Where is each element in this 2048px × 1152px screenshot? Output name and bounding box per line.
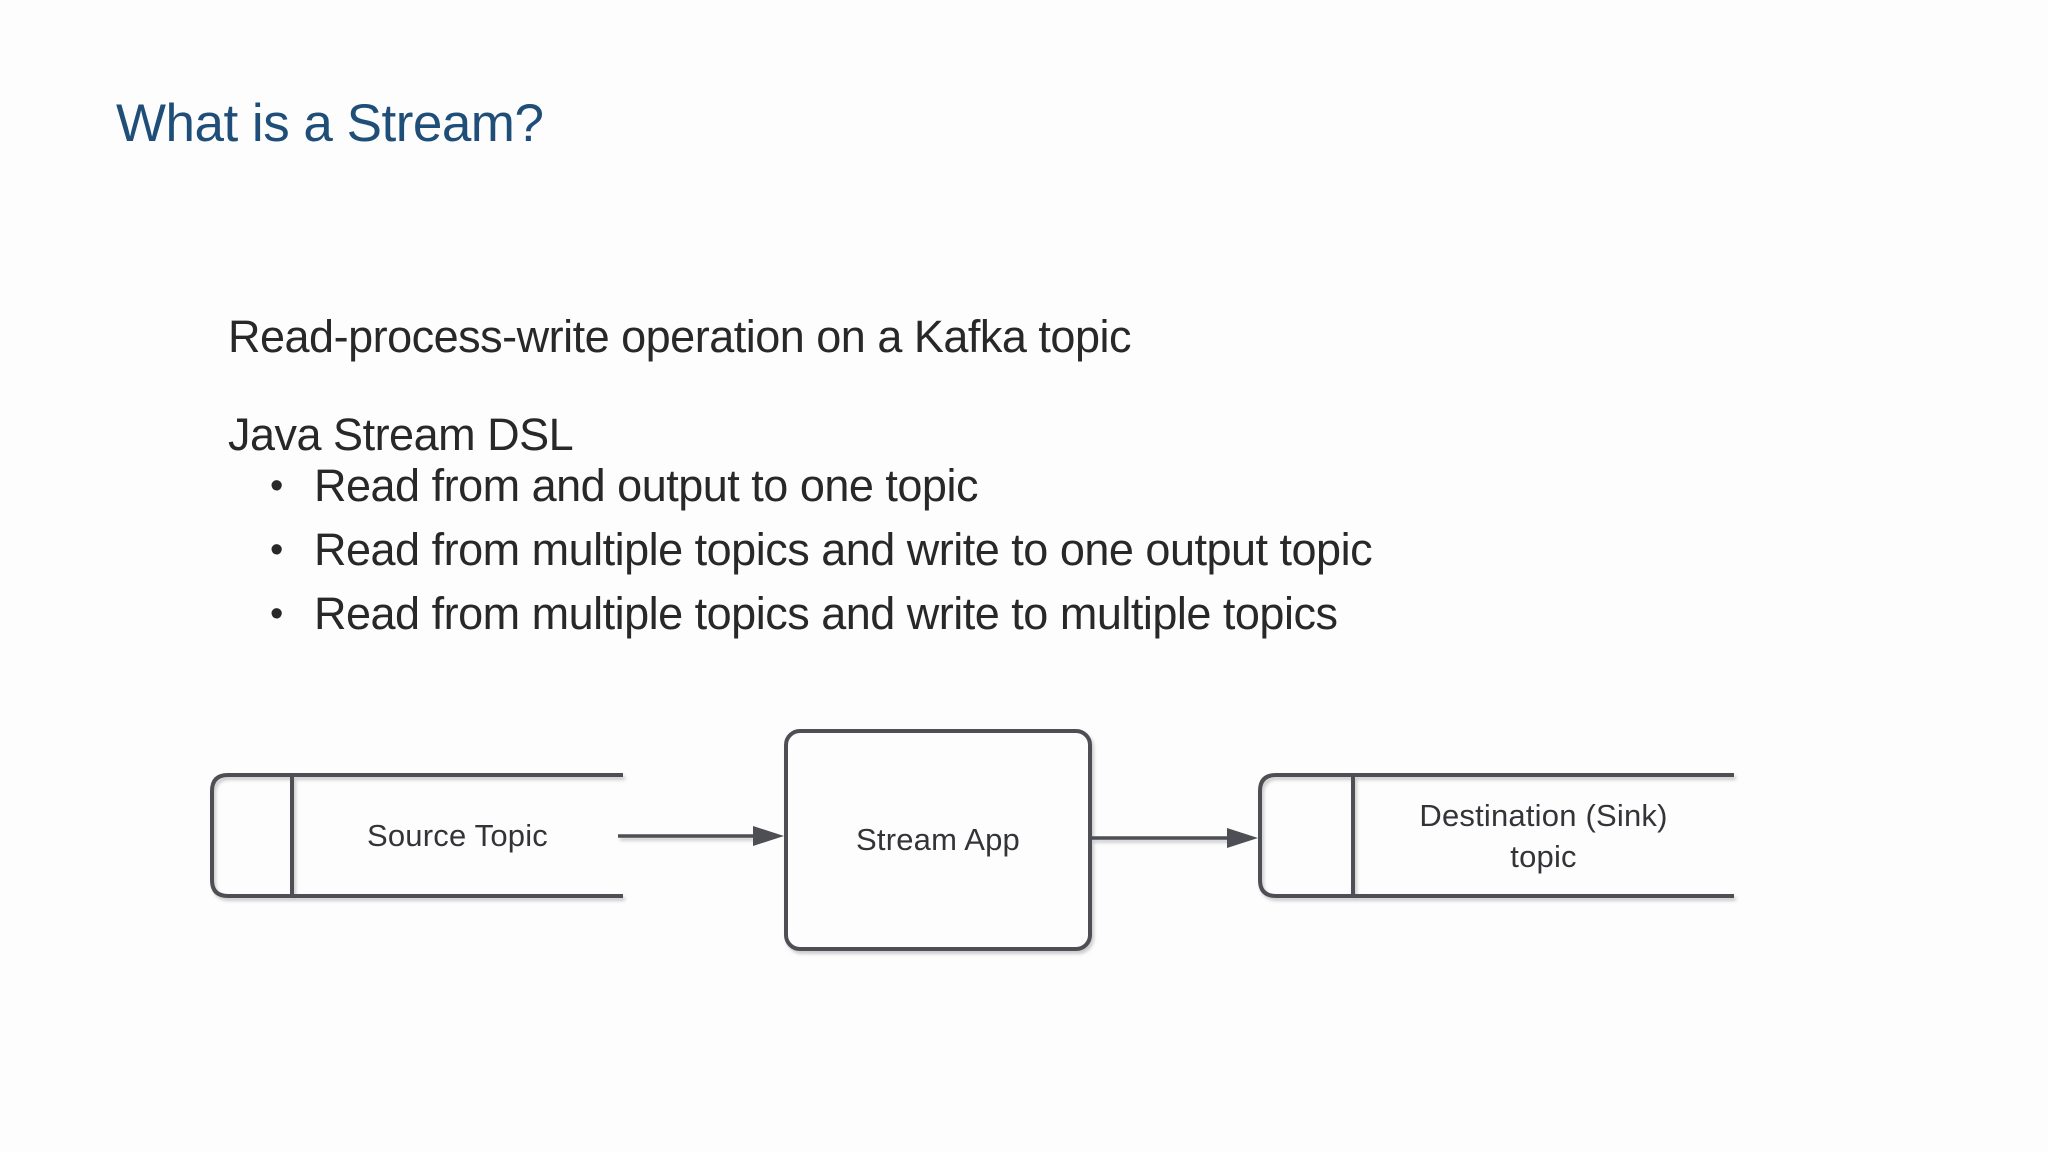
stream-app-label: Stream App: [856, 822, 1020, 857]
bullet-item-text: Read from multiple topics and write to o…: [314, 524, 1373, 575]
intro-text: Read-process-write operation on a Kafka …: [228, 311, 1132, 362]
bullet-dot-icon: •: [270, 593, 283, 635]
slide-title: What is a Stream?: [116, 94, 544, 153]
destination-topic-label: Destination (Sink) topic: [1353, 775, 1734, 896]
bullet-dot-icon: •: [270, 529, 283, 571]
destination-topic-label-line1: Destination (Sink): [1419, 797, 1668, 833]
bullet-item-text: Read from multiple topics and write to m…: [314, 588, 1338, 639]
bullet-item: • Read from multiple topics and write to…: [270, 582, 1372, 646]
source-topic-shape: [210, 773, 623, 898]
destination-topic-label-line2: topic: [1510, 838, 1577, 874]
bullet-list: • Read from and output to one topic • Re…: [270, 454, 1373, 646]
arrowhead-icon: [753, 826, 784, 846]
destination-topic-shape: [1258, 773, 1734, 898]
stream-app-box: [784, 729, 1092, 951]
bullet-item-text: Read from and output to one topic: [314, 460, 978, 511]
arrowhead-icon: [1227, 828, 1258, 848]
source-topic-label: Source Topic: [366, 817, 549, 853]
bullet-item: • Read from and output to one topic: [270, 454, 1372, 518]
subheading-text: Java Stream DSL: [228, 409, 574, 460]
bullet-item: • Read from multiple topics and write to…: [270, 518, 1373, 582]
bullet-dot-icon: •: [270, 465, 283, 507]
